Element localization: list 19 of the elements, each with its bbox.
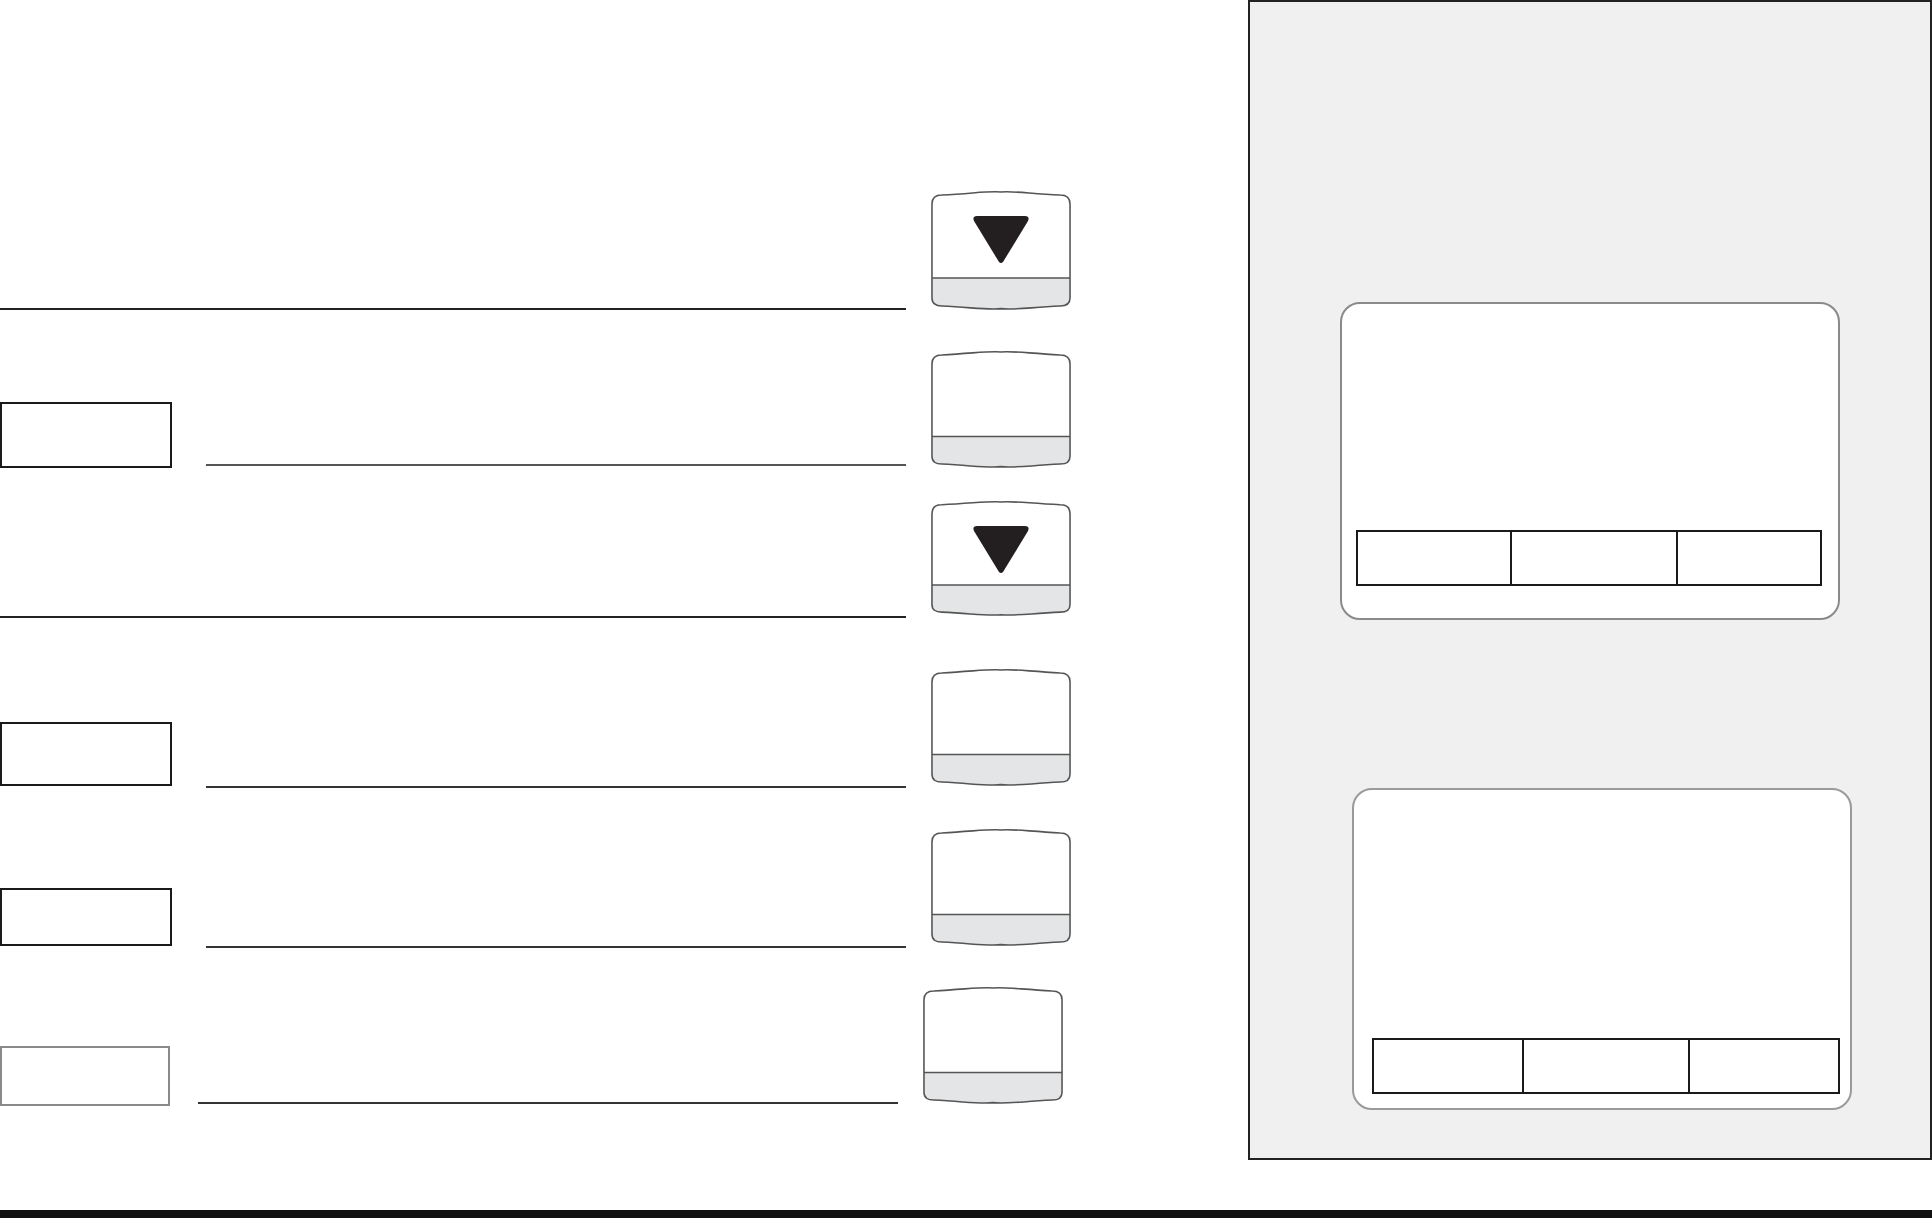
softkey-slot <box>1522 1038 1690 1094</box>
softkey-slot <box>1372 1038 1524 1094</box>
label-frame <box>0 402 172 468</box>
keypad-key <box>930 190 1072 310</box>
keypad-key <box>922 986 1064 1104</box>
label-frame <box>0 1046 170 1106</box>
shaded-panel <box>1248 0 1932 1160</box>
softkey-slot <box>1676 530 1822 586</box>
keypad-key <box>930 500 1072 616</box>
label-frame <box>0 722 172 786</box>
display-screen <box>1340 302 1840 620</box>
softkey-slot <box>1688 1038 1840 1094</box>
display-screen <box>1352 788 1852 1110</box>
keypad-key <box>930 350 1072 468</box>
softkey-slot <box>1510 530 1678 586</box>
keypad-key <box>930 828 1072 946</box>
softkey-slot <box>1356 530 1512 586</box>
keypad-key <box>930 668 1072 786</box>
label-frame <box>0 888 172 946</box>
